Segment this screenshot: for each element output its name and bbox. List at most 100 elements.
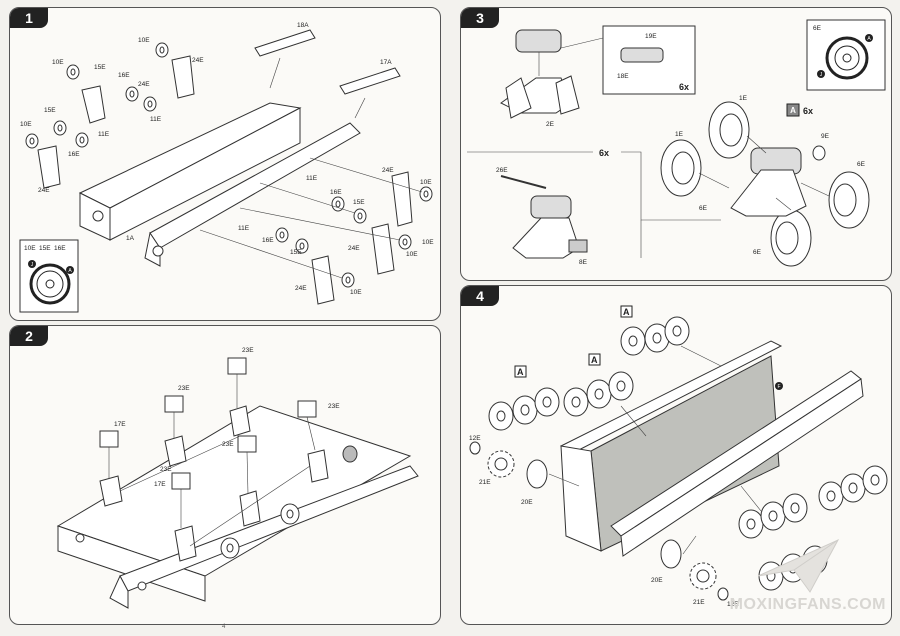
quantity-label: 6x <box>679 82 689 92</box>
inset-label: J <box>31 262 34 268</box>
inset-label: 16E <box>54 245 66 252</box>
part-label: 1A <box>126 235 135 242</box>
step-3-panel: 3 2E 19E 18E 6x 26E 8E <box>460 7 892 281</box>
part-label: 23E <box>328 403 340 410</box>
leader-lines <box>548 345 762 555</box>
leader-lines <box>199 57 423 279</box>
part-label: 17E <box>114 421 126 428</box>
step-1-panel: 1 <box>9 7 441 321</box>
hull-body <box>560 340 864 557</box>
part-label: 2E <box>546 121 555 128</box>
part-label: 17A <box>380 59 392 66</box>
part-label: 10E <box>406 251 418 258</box>
part-label: 23E <box>160 466 172 473</box>
part-label: 16E <box>262 237 274 244</box>
step-4-diagram: A A A F 12E 21E 20E 20E 21E 12E <box>469 305 888 608</box>
part-label: 21E <box>693 599 705 606</box>
marker-boxes <box>514 305 633 378</box>
marker-dot <box>775 382 783 390</box>
road-wheels <box>25 42 433 288</box>
idler-wheels <box>220 445 358 559</box>
part-label: 11E <box>98 131 110 138</box>
step-number: 4 <box>461 286 499 306</box>
marker-letter: A <box>790 106 796 115</box>
step-1-diagram: 18A 17A 10E 24E 10E 15E 16E 24E 15E 11E … <box>19 22 434 313</box>
part-label: 15E <box>353 199 365 206</box>
part-label: 17E <box>154 481 166 488</box>
part-label: 15E <box>290 249 302 256</box>
step-3-diagram: 2E 19E 18E 6x 26E 8E 6x <box>467 19 886 267</box>
paper-plane-logo <box>757 538 840 593</box>
part-label: 11E <box>306 175 318 182</box>
part-label: 15E <box>94 64 106 71</box>
drive-sprockets <box>469 441 729 601</box>
quantity-label: 6x <box>803 106 813 116</box>
part-label: 18A <box>297 22 309 29</box>
part-label: 16E <box>118 72 130 79</box>
part-label: 26E <box>496 167 508 174</box>
part-label: 8E <box>579 259 588 266</box>
bogie-assembly <box>500 29 580 119</box>
part-label: 20E <box>651 577 663 584</box>
part-label: 24E <box>295 285 307 292</box>
marker-letter: A <box>517 367 524 377</box>
step-number: 3 <box>461 8 499 28</box>
marker-letter: F <box>777 384 780 390</box>
inset-label: A <box>867 36 871 42</box>
part-label: 6E <box>699 205 708 212</box>
part-label: 18E <box>617 73 629 80</box>
road-wheels <box>660 101 870 267</box>
quantity-label: 6x <box>599 148 609 158</box>
suspension-brackets <box>99 357 329 562</box>
part-label: 23E <box>242 347 254 354</box>
marker-letter: A <box>623 307 630 317</box>
part-label: 24E <box>192 57 204 64</box>
marker-letter: A <box>591 355 598 365</box>
part-label: 20E <box>521 499 533 506</box>
hull-body <box>78 102 361 267</box>
part-label: 10E <box>420 179 432 186</box>
part-label: 10E <box>350 289 362 296</box>
inset-label: A <box>68 268 72 274</box>
leader-lines <box>108 374 316 547</box>
bogie-assembly <box>500 175 588 259</box>
part-label: 10E <box>20 121 32 128</box>
bogie-assembly <box>730 147 807 217</box>
part-label: 6E <box>753 249 762 256</box>
part-label: 12E <box>469 435 481 442</box>
road-wheel-assembly <box>488 316 888 591</box>
page-number: 4 <box>222 624 226 630</box>
part-label: 10E <box>138 37 150 44</box>
step-2-diagram: 23E 23E 23E 17E 23E 17E 23E <box>56 347 419 609</box>
part-label: 21E <box>479 479 491 486</box>
plate-parts <box>254 29 401 95</box>
leader-lines <box>698 135 830 211</box>
part-label: 15E <box>44 107 56 114</box>
part-label: 10E <box>52 59 64 66</box>
marker-box <box>786 103 800 117</box>
part-label: 19E <box>645 33 657 40</box>
part-label: 1E <box>675 131 684 138</box>
inset-label: J <box>820 72 823 78</box>
inset-label: 6E <box>813 25 822 32</box>
part-label: 23E <box>222 441 234 448</box>
hull-body <box>56 405 419 609</box>
bogie-sub-inset: 19E 18E 6x <box>602 25 696 95</box>
wheel-detail-inset: 10E 15E 16E J A <box>19 239 79 313</box>
watermark: MOXINGFANS.COM <box>729 596 886 613</box>
part-label: 24E <box>348 245 360 252</box>
wheel-detail-inset: 6E A J <box>806 19 886 91</box>
inset-label: 15E <box>39 245 51 252</box>
part-label: 10E <box>422 239 434 246</box>
part-label: 24E <box>382 167 394 174</box>
part-label: 9E <box>821 133 830 140</box>
step-number: 1 <box>10 8 48 28</box>
part-label: 23E <box>178 385 190 392</box>
part-label: 1E <box>739 95 748 102</box>
part-label: 16E <box>330 189 342 196</box>
part-label: 16E <box>68 151 80 158</box>
part-label: 11E <box>238 225 250 232</box>
suspension-brackets <box>37 55 413 305</box>
step-number: 2 <box>10 326 48 346</box>
inset-label: 10E <box>24 245 36 252</box>
